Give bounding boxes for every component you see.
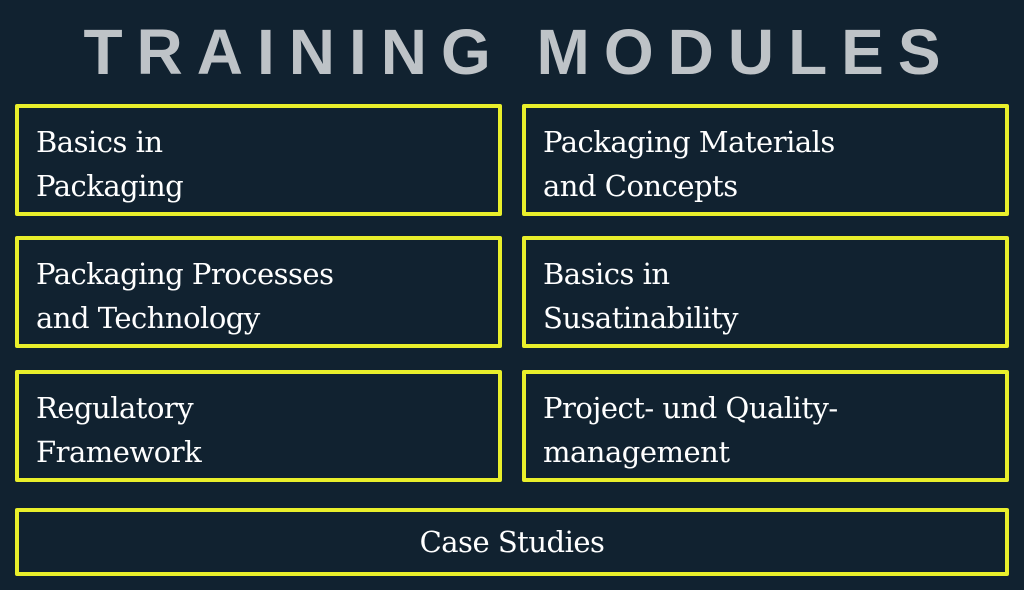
module-label: Packaging Processes bbox=[36, 257, 334, 291]
module-basics-in-sustainability[interactable]: Basics in Susatinability bbox=[522, 236, 1009, 348]
module-label: Basics in bbox=[36, 125, 163, 159]
module-label: Packaging bbox=[36, 169, 184, 203]
module-label: Framework bbox=[36, 435, 202, 469]
module-label: Packaging Materials bbox=[543, 125, 835, 159]
module-label: Susatinability bbox=[543, 301, 739, 335]
module-label: and Concepts bbox=[543, 169, 738, 203]
module-label: and Technology bbox=[36, 301, 260, 335]
module-packaging-processes[interactable]: Packaging Processes and Technology bbox=[15, 236, 502, 348]
module-case-studies[interactable]: Case Studies bbox=[15, 508, 1009, 576]
module-regulatory-framework[interactable]: Regulatory Framework bbox=[15, 370, 502, 482]
module-label: Basics in bbox=[543, 257, 670, 291]
page-title: TRAINING MODULES bbox=[83, 16, 955, 88]
module-label: Case Studies bbox=[419, 525, 605, 559]
module-project-quality-management[interactable]: Project- und Quality- management bbox=[522, 370, 1009, 482]
module-packaging-materials[interactable]: Packaging Materials and Concepts bbox=[522, 104, 1009, 216]
module-basics-in-packaging[interactable]: Basics in Packaging bbox=[15, 104, 502, 216]
module-label: Project- und Quality- bbox=[543, 391, 838, 425]
module-label: Regulatory bbox=[36, 391, 194, 425]
module-label: management bbox=[543, 435, 730, 469]
